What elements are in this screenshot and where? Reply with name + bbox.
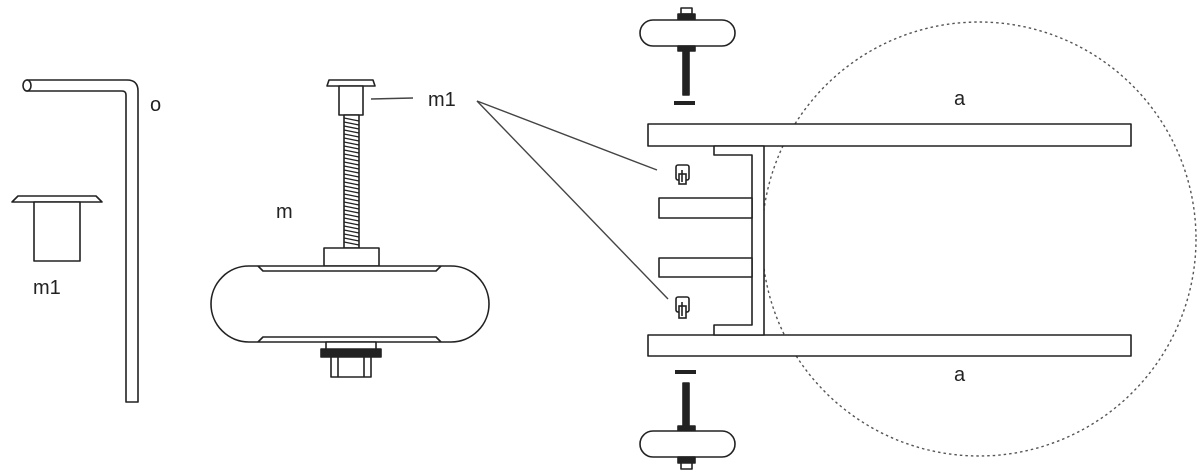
frame-rail-top [647, 123, 1132, 147]
frame-icon [647, 123, 1132, 357]
label-sleeve-on-bolt: m1 [428, 89, 456, 111]
frame-arm-upper [658, 197, 753, 219]
wheel-assembly [210, 79, 490, 378]
frame-bracket [713, 145, 765, 336]
label-frame-top: a [954, 88, 966, 110]
wheel-bottom [639, 370, 736, 470]
sleeve-icon [675, 164, 690, 185]
wheel-top [639, 7, 736, 105]
wheel-nut [330, 356, 372, 378]
frame-arm-lower [658, 257, 753, 278]
label-allen-key: o [150, 94, 161, 116]
bolt-sleeve [338, 85, 364, 116]
wheel-icon [639, 430, 736, 458]
frame-rail-bottom [647, 334, 1132, 357]
bolt-thread [343, 117, 360, 246]
wheel-washer [320, 348, 382, 358]
wheel-icon [639, 19, 736, 47]
detail-circle [761, 21, 1197, 457]
label-frame-bottom: a [954, 364, 966, 386]
wheel-hub-top [323, 247, 380, 267]
label-sleeve-detail: m1 [33, 277, 61, 299]
frame-sleeves [675, 164, 690, 319]
leader-lines [370, 97, 669, 300]
allen-key-icon [22, 79, 139, 403]
label-bolt: m [276, 201, 293, 223]
bolt-head [326, 79, 376, 87]
sleeve-icon [11, 195, 103, 262]
wheel-icon [210, 265, 490, 343]
sleeve-icon [675, 296, 690, 319]
wheel-nut-base [325, 341, 377, 350]
